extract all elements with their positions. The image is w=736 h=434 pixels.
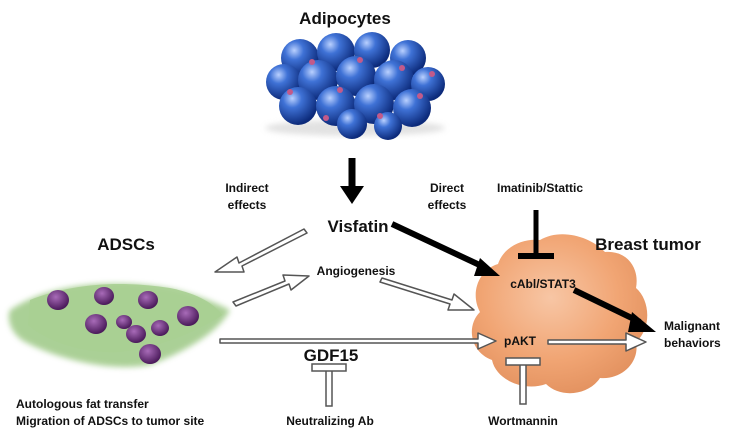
label-pakt: pAKT [504, 334, 537, 348]
arrow-cabl-to-malignant [572, 287, 656, 332]
inhibitor-wortmannin [505, 357, 541, 405]
adipocyte-cluster [265, 32, 445, 140]
arrow-adscs-to-pakt [219, 332, 497, 350]
label-visfatin: Visfatin [327, 217, 388, 236]
arrow-visfatin-to-cabl [390, 221, 500, 276]
label-direct-effects: effects [428, 198, 467, 212]
label-neutralizing-ab: Neutralizing Ab [286, 414, 374, 428]
label-imatinib-stattic: Imatinib/Stattic [497, 181, 583, 195]
arrow-angiogenesis-to-tumor [379, 277, 475, 311]
arrow-adscs-to-angiogenesis [232, 274, 310, 307]
arrow-visfatin-to-adscs [214, 228, 308, 273]
arrow-adipocytes-to-visfatin [340, 158, 364, 204]
inhibitor-imatinib [518, 210, 554, 259]
label-cabl-stat3: cAbl/STAT3 [510, 277, 576, 291]
label-adscs: ADSCs [97, 235, 155, 254]
breast-tumor-shape [471, 234, 648, 394]
label-migration-adscs: Migration of ADSCs to tumor site [16, 414, 205, 428]
label-behaviors: behaviors [664, 336, 721, 350]
label-indirect-effects: effects [228, 198, 267, 212]
label-adipocytes: Adipocytes [299, 9, 391, 28]
label-angiogenesis: Angiogenesis [317, 264, 396, 278]
arrow-pakt-to-malignant [547, 332, 647, 352]
label-indirect: Indirect [225, 181, 268, 195]
label-malignant: Malignant [664, 319, 720, 333]
label-breast-tumor: Breast tumor [595, 235, 701, 254]
label-direct: Direct [430, 181, 464, 195]
label-gdf15: GDF15 [304, 346, 359, 365]
label-autologous-fat-transfer: Autologous fat transfer [16, 397, 149, 411]
adscs-cells [8, 283, 231, 368]
label-wortmannin: Wortmannin [488, 414, 558, 428]
inhibitor-neutralizing-ab [311, 363, 347, 407]
